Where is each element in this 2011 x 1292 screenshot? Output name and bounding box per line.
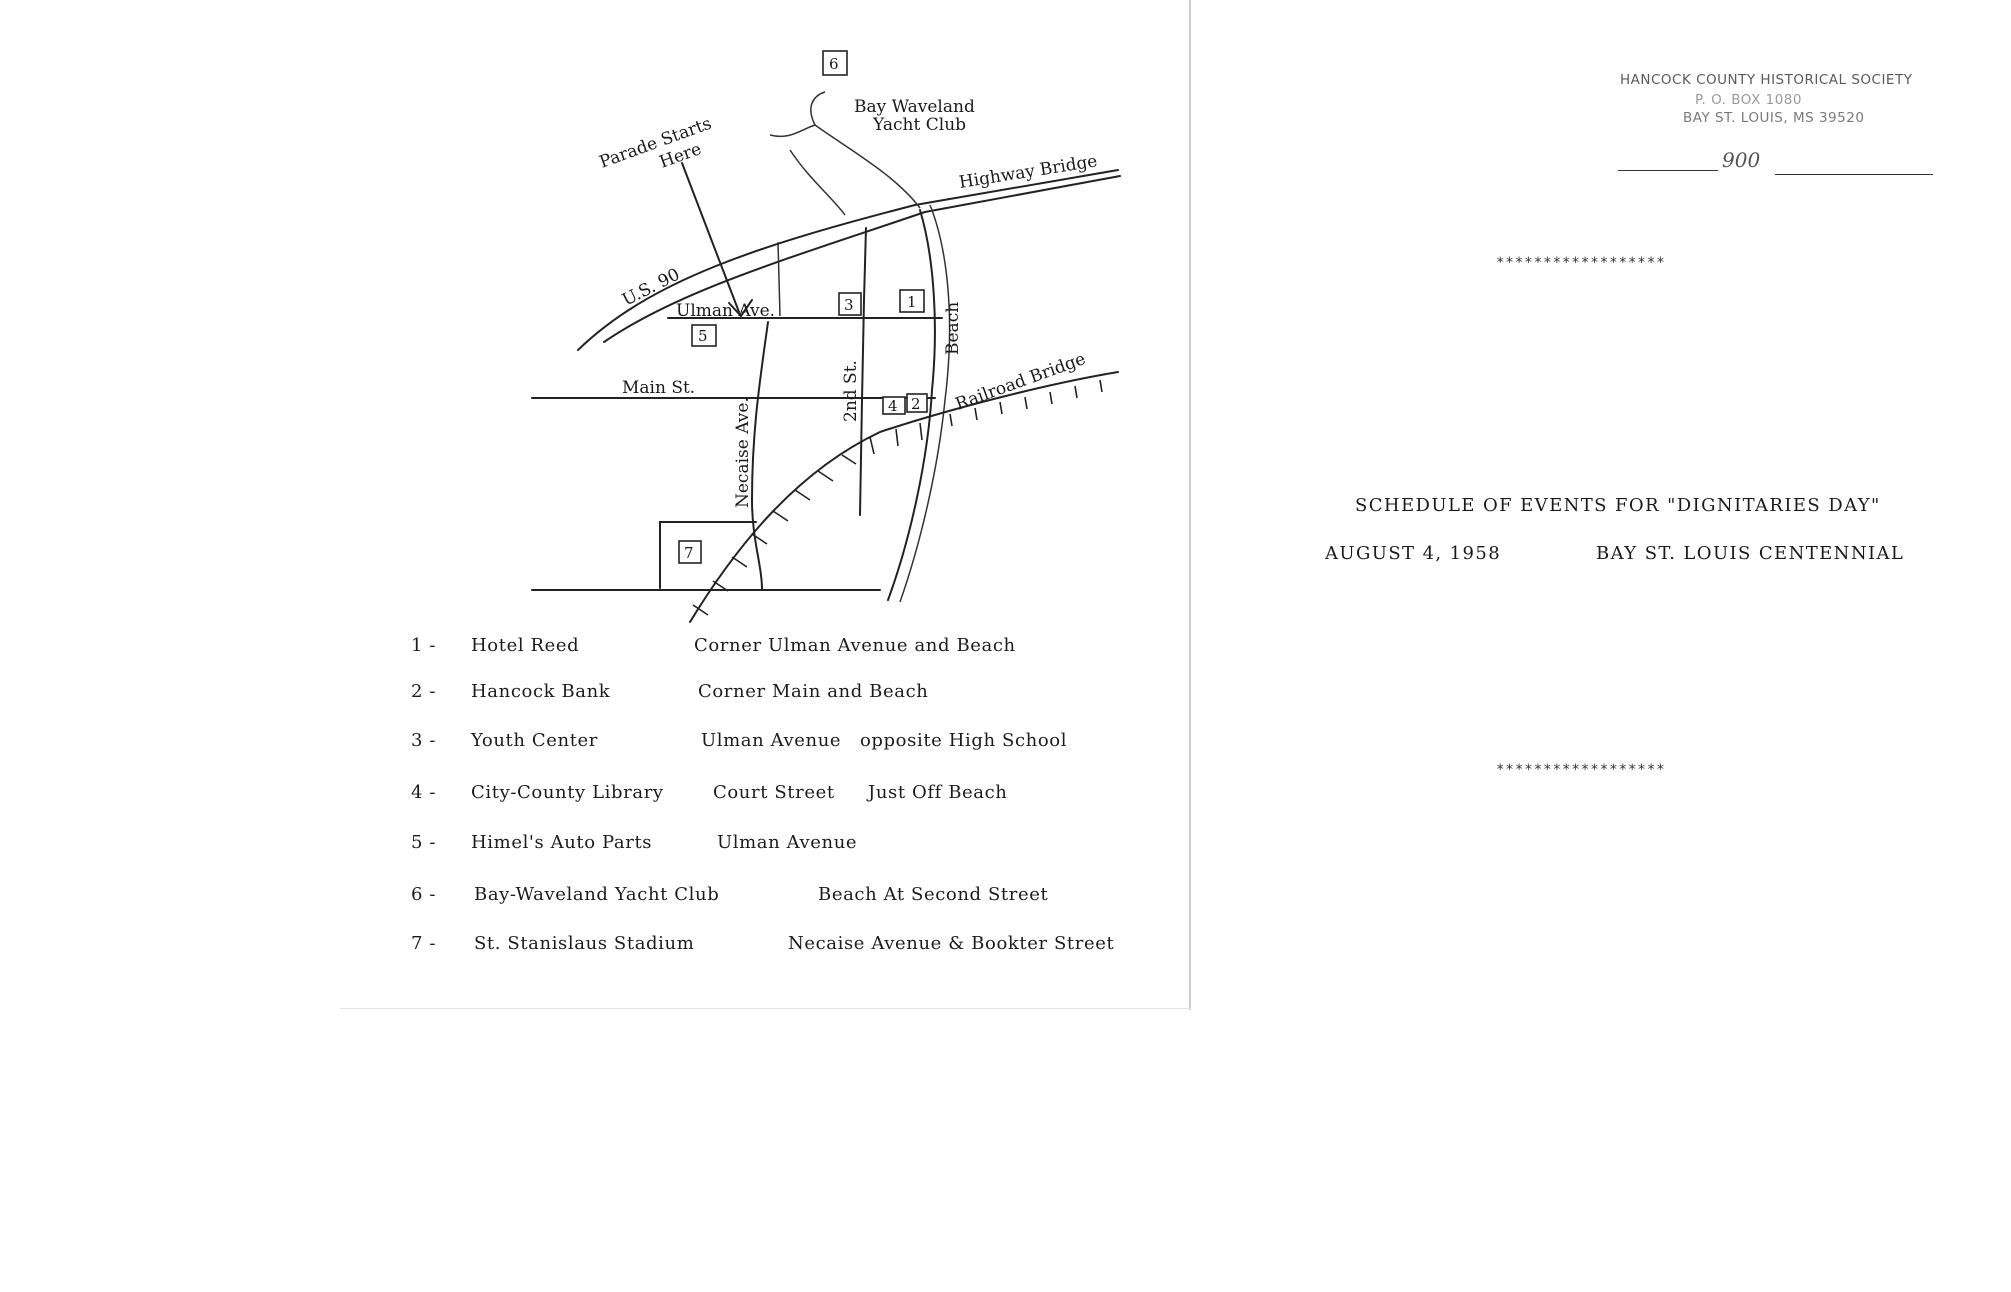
stadium-outline bbox=[659, 521, 757, 589]
legend-location: Corner Ulman Avenue and Beach bbox=[694, 635, 1016, 656]
pier-line-2 bbox=[814, 124, 921, 209]
svg-text:3: 3 bbox=[844, 296, 854, 314]
stamp-line-1: HANCOCK COUNTY HISTORICAL SOCIETY bbox=[1620, 72, 1913, 88]
marker-6: 6 bbox=[822, 50, 848, 76]
legend-number: 6 - bbox=[411, 884, 437, 905]
yacht-club-label-1: Bay Waveland bbox=[854, 97, 975, 117]
legend-number: 4 - bbox=[411, 782, 437, 803]
parade-arrow bbox=[681, 162, 740, 313]
beach-road bbox=[887, 209, 936, 601]
highway-bridge-label: Highway Bridge bbox=[958, 151, 1099, 193]
marker-1: 1 bbox=[899, 289, 925, 313]
parade-arrow-head bbox=[728, 299, 753, 318]
event-date: AUGUST 4, 1958 bbox=[1325, 543, 1502, 564]
legend-name: St. Stanislaus Stadium bbox=[474, 933, 695, 954]
stamp-rule-right bbox=[1775, 174, 1933, 175]
legend-name: Hotel Reed bbox=[471, 635, 580, 656]
legend-location: Beach At Second Street bbox=[818, 884, 1049, 905]
svg-text:2: 2 bbox=[911, 395, 921, 413]
ulman-ave-label: Ulman Ave. bbox=[676, 301, 775, 321]
railroad-ties bbox=[692, 379, 1103, 616]
legend-number: 7 - bbox=[411, 933, 437, 954]
second-st-road bbox=[859, 227, 867, 516]
marker-2: 2 bbox=[906, 393, 928, 413]
marker-7: 7 bbox=[678, 540, 702, 564]
schedule-title: SCHEDULE OF EVENTS FOR "DIGNITARIES DAY" bbox=[1355, 495, 1881, 516]
legend-number: 5 - bbox=[411, 832, 437, 853]
stamp-line-2: P. O. BOX 1080 bbox=[1695, 92, 1802, 108]
legend-location: Court Street bbox=[713, 782, 835, 803]
legend-number: 1 - bbox=[411, 635, 437, 656]
divider-bottom: ****************** bbox=[1496, 762, 1666, 778]
us90-road bbox=[577, 169, 1119, 351]
legend-location: Corner Main and Beach bbox=[698, 681, 929, 702]
page-bottom-edge bbox=[340, 1008, 1191, 1009]
main-st-label: Main St. bbox=[622, 378, 695, 398]
stamp-rule-left bbox=[1618, 170, 1718, 171]
shoreline bbox=[899, 204, 951, 603]
legend-name: Youth Center bbox=[471, 730, 599, 751]
necaise-ave-label: Necaise Ave. bbox=[733, 397, 753, 508]
legend-location: Ulman Avenue bbox=[701, 730, 842, 751]
legend-name: Hancock Bank bbox=[471, 681, 611, 702]
second-st-label: 2nd St. bbox=[841, 360, 861, 422]
event-name: BAY ST. LOUIS CENTENNIAL bbox=[1596, 543, 1905, 564]
legend-extra: opposite High School bbox=[860, 730, 1068, 751]
marker-5: 5 bbox=[691, 324, 717, 347]
legend-number: 3 - bbox=[411, 730, 437, 751]
legend-location: Necaise Avenue & Bookter Street bbox=[788, 933, 1115, 954]
marker-3: 3 bbox=[838, 292, 862, 316]
svg-text:6: 6 bbox=[829, 55, 839, 73]
stamp-line-3: BAY ST. LOUIS, MS 39520 bbox=[1683, 110, 1865, 126]
pier-line bbox=[789, 149, 846, 216]
necaise-ave-road bbox=[750, 321, 769, 591]
us90-road-inner bbox=[603, 175, 1121, 343]
yacht-club-label-2: Yacht Club bbox=[872, 115, 966, 135]
side-street bbox=[777, 241, 781, 317]
legend-name: Bay-Waveland Yacht Club bbox=[474, 884, 720, 905]
legend-location: Ulman Avenue bbox=[717, 832, 858, 853]
legend-name: Himel's Auto Parts bbox=[471, 832, 653, 853]
handwritten-number: 900 bbox=[1722, 148, 1761, 172]
fold-line bbox=[1189, 0, 1191, 1010]
yacht-club-pier bbox=[769, 91, 826, 137]
svg-text:5: 5 bbox=[698, 327, 708, 345]
railroad-line bbox=[689, 371, 1119, 623]
svg-text:4: 4 bbox=[888, 397, 898, 415]
marker-4: 4 bbox=[882, 396, 906, 415]
legend-extra: Just Off Beach bbox=[868, 782, 1008, 803]
legend-number: 2 - bbox=[411, 681, 437, 702]
svg-text:7: 7 bbox=[684, 544, 694, 562]
beach-label: Beach bbox=[943, 302, 963, 355]
legend-name: City-County Library bbox=[471, 782, 664, 803]
svg-text:1: 1 bbox=[907, 293, 917, 311]
divider-top: ****************** bbox=[1496, 255, 1666, 271]
